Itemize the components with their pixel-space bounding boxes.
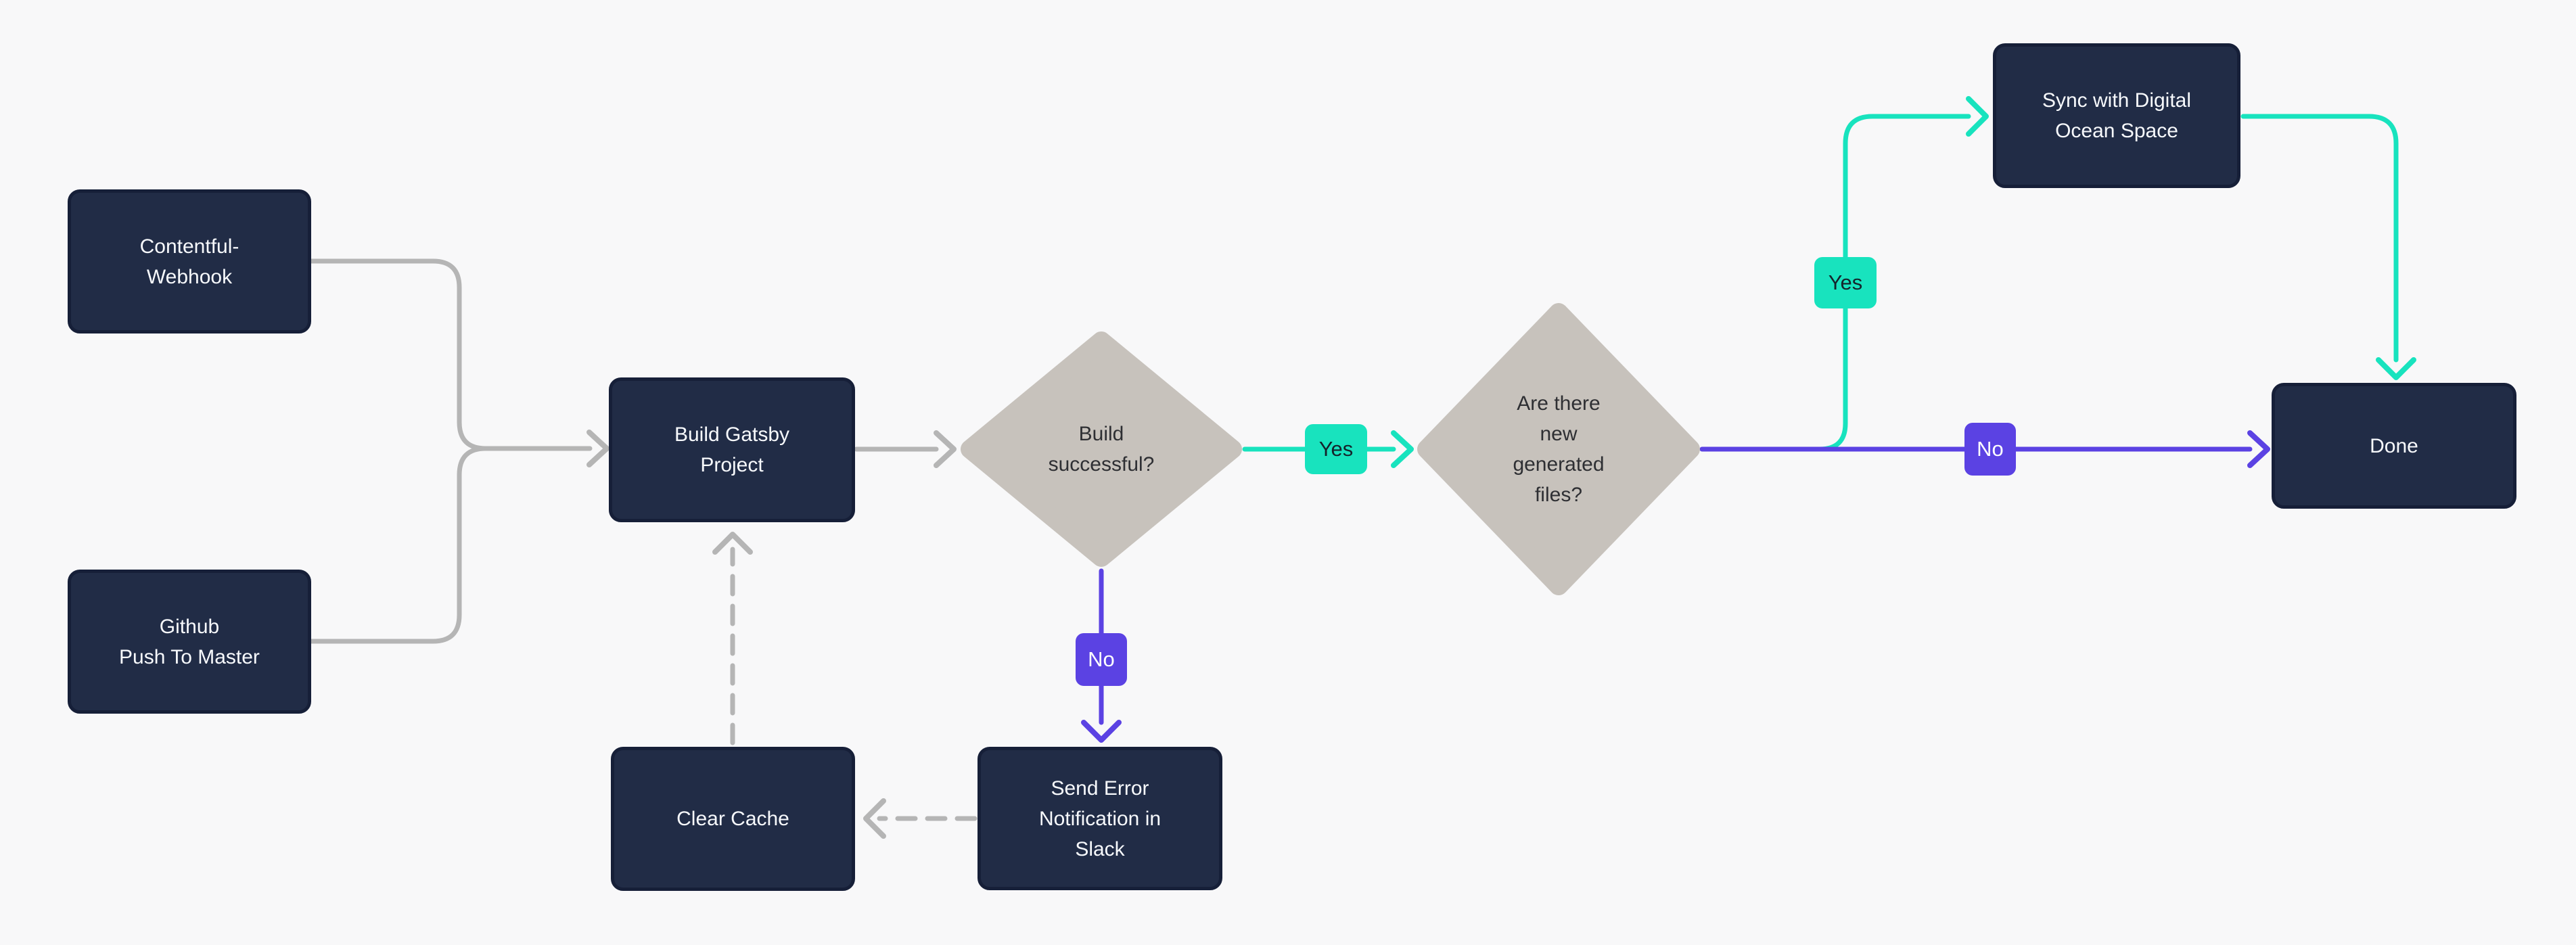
node-contentful-webhook: Contentful- Webhook bbox=[68, 189, 311, 333]
node-build-gatsby-project: Build Gatsby Project bbox=[609, 377, 855, 522]
edge-label-build-successful-no: No bbox=[1076, 633, 1127, 686]
edge-github-to-build bbox=[308, 446, 488, 644]
node-clear-cache-label: Clear Cache bbox=[676, 808, 789, 830]
decision-new-files-text: Are there new generated files? bbox=[1513, 392, 1605, 506]
decision-build-successful-label: Build successful? bbox=[993, 402, 1210, 497]
edge-label-new-files-yes: Yes bbox=[1814, 257, 1877, 308]
node-send-error-notification-in-slack: Send Error Notification in Slack bbox=[978, 747, 1222, 890]
edge-label-new-files-no: No bbox=[1964, 423, 2016, 476]
node-github-push-to-master-label: Github Push To Master bbox=[119, 615, 260, 668]
node-clear-cache: Clear Cache bbox=[611, 747, 855, 891]
edge-label-new-files-yes-text: Yes bbox=[1828, 271, 1863, 294]
edge-sync-to-done-arrowhead bbox=[2376, 357, 2416, 380]
edge-new-files-yes-arrowhead bbox=[1966, 96, 1989, 137]
edge-new-files-no-arrowhead bbox=[2247, 430, 2270, 468]
edge-new-files-yes-to-sync bbox=[1817, 114, 1971, 452]
node-sync-with-digital-ocean-space-label: Sync with Digital Ocean Space bbox=[2042, 89, 2192, 142]
edge-contentful-to-build bbox=[308, 258, 593, 451]
edge-send-error-to-clear-cache-arrowhead bbox=[863, 798, 886, 839]
edge-label-build-successful-yes: Yes bbox=[1305, 424, 1367, 474]
edge-build-successful-yes-arrowhead bbox=[1391, 430, 1414, 468]
edge-label-build-successful-yes-text: Yes bbox=[1318, 437, 1354, 461]
edge-build-to-build-successful-arrowhead bbox=[934, 430, 957, 468]
edge-label-new-files-no-text: No bbox=[1977, 437, 2004, 461]
edge-label-build-successful-no-text: No bbox=[1088, 647, 1115, 671]
decision-build-successful-text: Build successful? bbox=[1048, 423, 1155, 476]
node-send-error-notification-in-slack-label: Send Error Notification in Slack bbox=[1038, 777, 1162, 860]
node-github-push-to-master: Github Push To Master bbox=[68, 570, 311, 714]
node-done: Done bbox=[2272, 383, 2516, 509]
node-contentful-webhook-label: Contentful- Webhook bbox=[139, 235, 239, 288]
node-done-label: Done bbox=[2370, 434, 2418, 457]
node-build-gatsby-project-label: Build Gatsby Project bbox=[674, 423, 790, 476]
edge-build-successful-no-arrowhead bbox=[1081, 720, 1122, 743]
edge-clear-cache-to-build-arrowhead bbox=[712, 532, 753, 555]
edge-contentful-to-build-arrowhead bbox=[586, 430, 610, 467]
edge-sync-to-done bbox=[2240, 114, 2399, 363]
decision-new-files-label: Are there new generated files? bbox=[1464, 382, 1653, 517]
decision-build-successful-shape bbox=[961, 331, 1242, 567]
decision-new-files-shape bbox=[1417, 303, 1700, 595]
node-sync-with-digital-ocean-space: Sync with Digital Ocean Space bbox=[1993, 43, 2240, 188]
